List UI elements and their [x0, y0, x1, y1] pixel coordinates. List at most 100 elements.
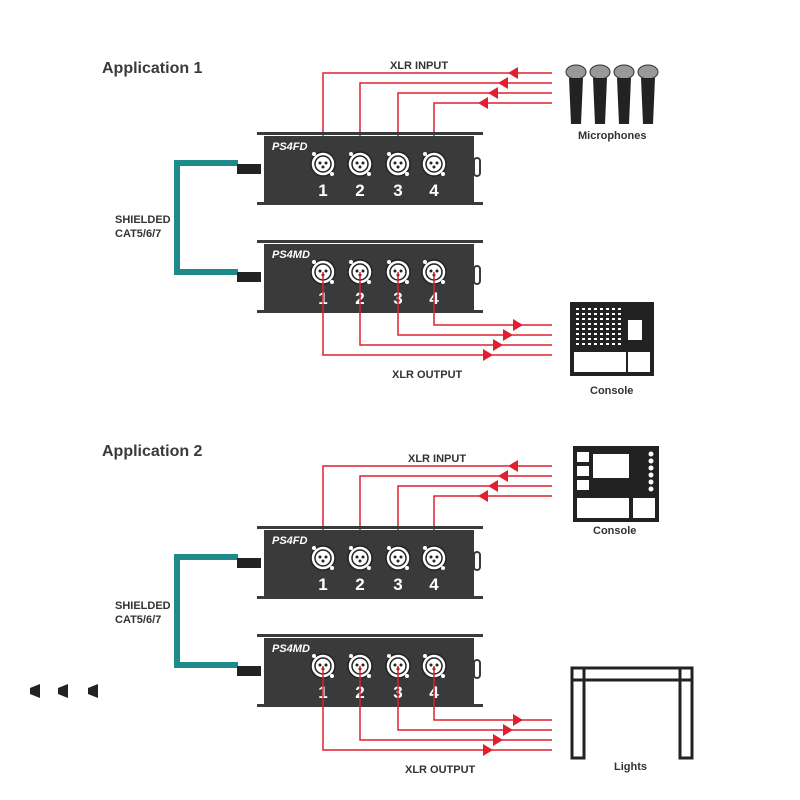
screw [312, 152, 316, 156]
screw [387, 546, 391, 550]
console-knob [588, 323, 591, 325]
pin [321, 559, 325, 563]
console-knob [582, 328, 585, 330]
pin [435, 555, 439, 559]
console-faders [633, 498, 655, 518]
screw [387, 654, 391, 658]
console-knob [648, 479, 654, 485]
pin [396, 559, 400, 563]
pin [361, 269, 365, 273]
screw [405, 172, 409, 176]
app2-source-label: Console [593, 525, 637, 537]
screw [405, 280, 409, 284]
console-knob [594, 308, 597, 310]
screw [312, 546, 316, 550]
console-knob [594, 343, 597, 345]
xlr-insert [351, 549, 369, 567]
screw [405, 674, 409, 678]
console-knob [606, 328, 609, 330]
xlr-port-4: 4 [421, 545, 447, 594]
xlr-insert [351, 155, 369, 173]
screw [441, 280, 445, 284]
microphones-icon [565, 64, 659, 124]
console-knob [606, 313, 609, 315]
console-knob [618, 338, 621, 340]
pin [399, 663, 403, 667]
screw [441, 566, 445, 570]
console-knob [606, 318, 609, 320]
pin [429, 555, 433, 559]
pin [429, 663, 433, 667]
app1-cable [174, 160, 238, 275]
pin [318, 269, 322, 273]
app2-output-line-3 [397, 666, 552, 731]
ethercon-connector [237, 558, 261, 568]
lighting-truss-icon [30, 666, 694, 760]
app1-source-label: Microphones [578, 130, 647, 142]
app2-destination-label: Lights [614, 761, 647, 773]
digital-console-icon [573, 446, 659, 522]
truss-left [570, 666, 586, 760]
screw [330, 280, 334, 284]
console-knob [582, 338, 585, 340]
console-knob [648, 472, 654, 478]
console-faders [577, 498, 629, 518]
screw [349, 152, 353, 156]
console-knob [606, 338, 609, 340]
xlr-port-2: 2 [347, 545, 373, 594]
console-knob [582, 318, 585, 320]
console-knob [576, 328, 579, 330]
console-knob [612, 328, 615, 330]
screw [330, 172, 334, 176]
app2-output-line-1 [322, 666, 552, 751]
pin [361, 555, 365, 559]
console-knob [582, 323, 585, 325]
stage-light [88, 684, 98, 698]
xlr-insert [314, 155, 332, 173]
console-knob [576, 313, 579, 315]
ethercon-connector [237, 666, 261, 676]
mic-body [593, 78, 607, 124]
console-knob [600, 308, 603, 310]
console-knob [648, 465, 654, 471]
app2-output-line-4 [433, 666, 552, 721]
console-knob [612, 308, 615, 310]
mixing-console-icon [570, 302, 654, 376]
app2-cable-label-1: SHIELDED [115, 600, 171, 612]
console-button [577, 480, 589, 490]
app1-input-arrow-1 [508, 67, 518, 79]
console-knob [576, 318, 579, 320]
mic-body [617, 78, 631, 124]
screw [312, 260, 316, 264]
app1-output-line-2 [359, 272, 552, 346]
console-knob [600, 313, 603, 315]
port-number: 1 [318, 181, 327, 200]
stage-light [58, 684, 68, 698]
console-knob [600, 338, 603, 340]
app1-input-arrow-4 [478, 97, 488, 109]
mic-body [641, 78, 655, 124]
console-knob [594, 333, 597, 335]
screw [367, 280, 371, 284]
pin [324, 161, 328, 165]
console-knob [618, 328, 621, 330]
pin [318, 663, 322, 667]
app1-input-label: XLR INPUT [390, 60, 449, 72]
pin [399, 269, 403, 273]
unit-model: PS4FD [272, 141, 308, 153]
mic-head [613, 64, 635, 80]
console-knob [600, 343, 603, 345]
app2-output-arrow-2 [493, 734, 503, 746]
console-knob [600, 333, 603, 335]
pin [429, 161, 433, 165]
console-knob [612, 323, 615, 325]
app2-output-arrow-4 [513, 714, 523, 726]
mic-body [569, 78, 583, 124]
xlr-port-1: 1 [310, 545, 336, 594]
pin [429, 269, 433, 273]
app1-output-arrow-1 [483, 349, 493, 361]
ethercon-connector [237, 164, 261, 174]
pin [393, 269, 397, 273]
console-button [577, 452, 589, 462]
